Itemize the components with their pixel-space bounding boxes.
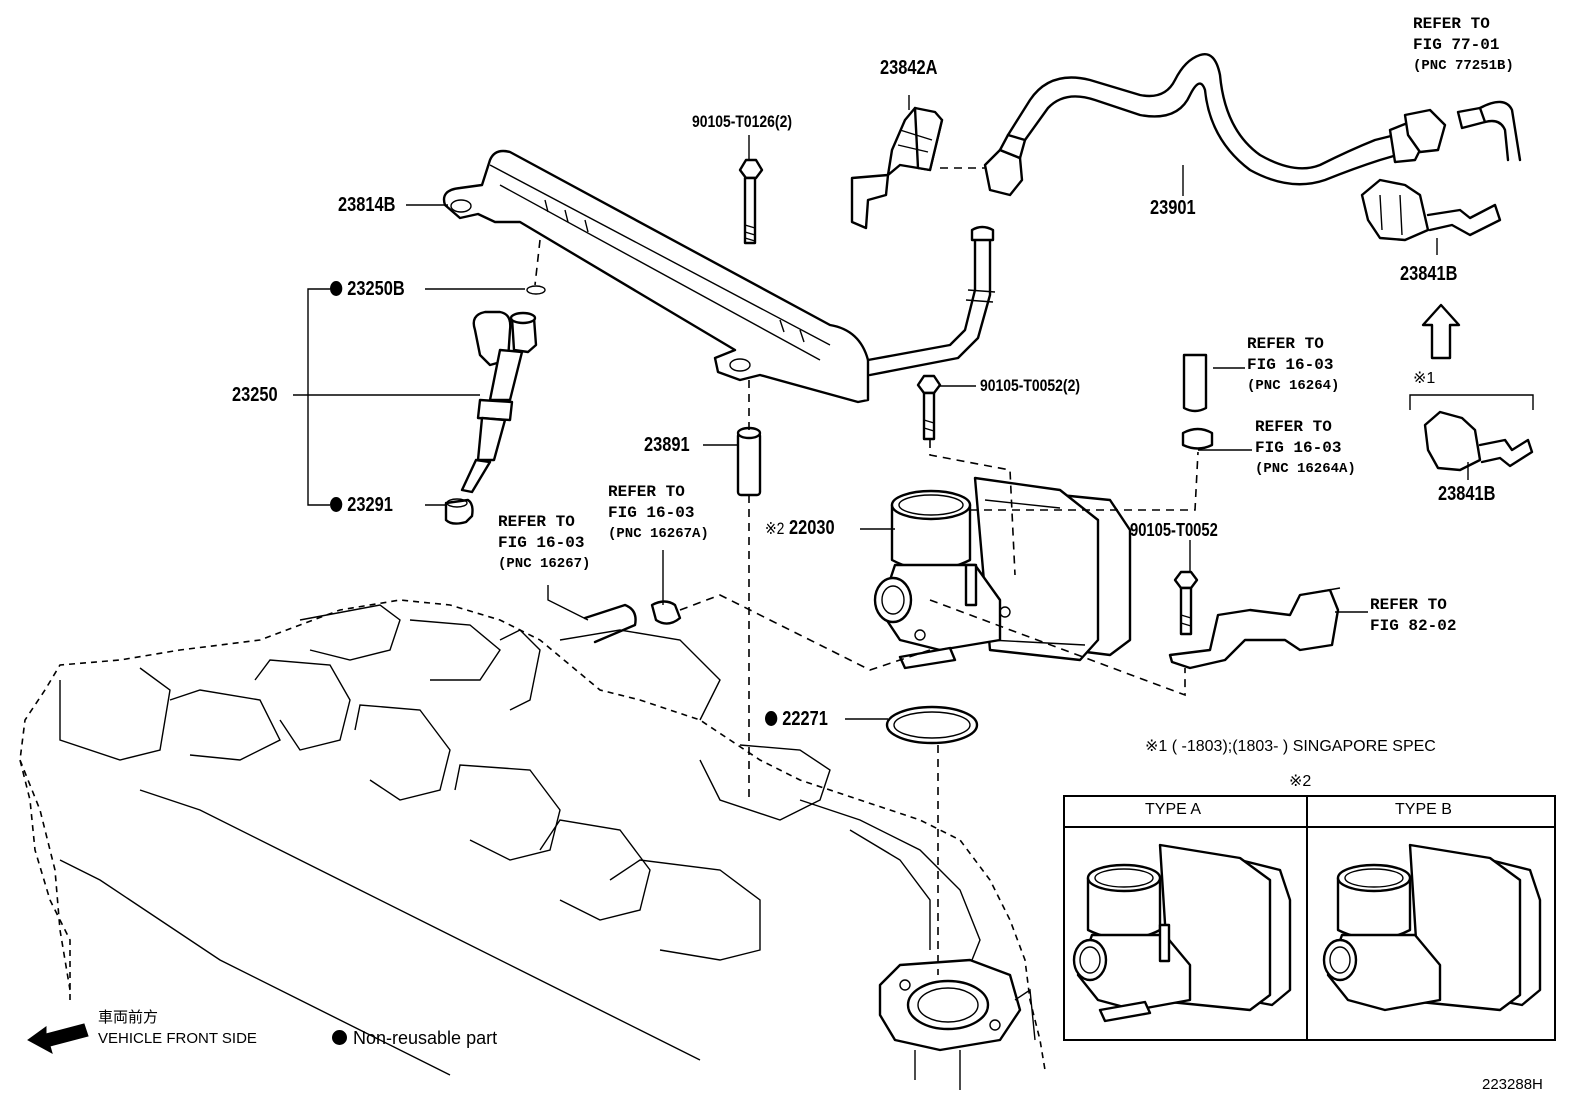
- label-23250: 23250: [232, 384, 278, 406]
- label-22271: 22271: [765, 709, 828, 729]
- note-mark-1: ※1: [1413, 370, 1436, 387]
- label-23841b-top: 23841B: [1400, 263, 1458, 285]
- ref-fig-16-03-pnc-16267a[interactable]: REFER TO FIG 16-03 (PNC 16267A): [608, 482, 709, 545]
- label-23901: 23901: [1150, 197, 1196, 219]
- bracket-note-1: [1409, 394, 1534, 410]
- label-22030-text: 22030: [788, 517, 835, 539]
- front-side-en: VEHICLE FRONT SIDE: [98, 1030, 257, 1047]
- hose-16267: [583, 603, 637, 644]
- label-90105-t0052-2: 90105-T0052(2): [980, 376, 1080, 395]
- hose-16264: [1182, 353, 1208, 413]
- ref-line: (PNC 77251B): [1413, 58, 1514, 74]
- fuel-injector: [444, 285, 546, 525]
- ref-line: REFER TO: [1413, 15, 1490, 33]
- throttle-body: [873, 476, 1132, 670]
- assembly-lines: [534, 167, 1199, 975]
- non-reusable-dot: [332, 1030, 347, 1045]
- non-reusable-dot: [330, 497, 343, 512]
- ref-line: FIG 82-02: [1370, 617, 1457, 635]
- ref-fig-77-01[interactable]: REFER TO FIG 77-01 (PNC 77251B): [1413, 14, 1514, 77]
- ref-line: REFER TO: [498, 513, 575, 531]
- throttle-type-a: [1072, 843, 1292, 1023]
- intake-manifold-outline: [19, 599, 1046, 1090]
- ref-line: (PNC 16264A): [1255, 461, 1356, 477]
- ref-fig-16-03-pnc-16267[interactable]: REFER TO FIG 16-03 (PNC 16267): [498, 512, 590, 575]
- fuel-delivery-pipe: [442, 149, 996, 404]
- label-22030: ※2 22030: [765, 518, 835, 538]
- bolts: [738, 158, 1199, 636]
- bracket-82-02: [1168, 587, 1341, 670]
- clamp-23841b-top: [1360, 178, 1502, 242]
- ref-line: REFER TO: [608, 483, 685, 501]
- ref-line: REFER TO: [1255, 418, 1332, 436]
- ref-fig-82-02[interactable]: REFER TO FIG 82-02: [1370, 595, 1456, 637]
- spacer-23891: [736, 426, 762, 497]
- label-23841b-bottom: 23841B: [1438, 483, 1496, 505]
- ref-line: FIG 77-01: [1413, 36, 1500, 54]
- ref-line: (PNC 16267A): [608, 526, 709, 542]
- ref-line: FIG 16-03: [498, 534, 585, 552]
- gasket-22271: [885, 705, 979, 745]
- label-23291-text: 23291: [347, 494, 393, 516]
- label-23891: 23891: [644, 434, 690, 456]
- vehicle-front-arrow: [27, 1023, 89, 1055]
- type-inset-column-divider: [1306, 795, 1308, 1039]
- label-23814b: 23814B: [338, 194, 396, 216]
- clamp-16264a: [1181, 427, 1214, 450]
- note-mark-2: ※2: [1289, 773, 1312, 790]
- ref-line: REFER TO: [1370, 596, 1447, 614]
- non-reusable-dot: [330, 281, 343, 296]
- ref-line: FIG 16-03: [1247, 356, 1334, 374]
- label-22030-mark: ※2: [765, 519, 785, 538]
- label-23250b: 23250B: [330, 279, 405, 299]
- non-reusable-dot: [765, 711, 778, 726]
- ref-fig-16-03-pnc-16264[interactable]: REFER TO FIG 16-03 (PNC 16264): [1247, 334, 1339, 397]
- spec-note: ※1 ( -1803);(1803- ) SINGAPORE SPEC: [1145, 738, 1436, 755]
- label-23250b-text: 23250B: [347, 278, 405, 300]
- legend-non-reusable: Non-reusable part: [332, 1029, 497, 1047]
- label-23291: 23291: [330, 495, 393, 515]
- ref-line: (PNC 16267): [498, 556, 591, 572]
- ref-line: (PNC 16264): [1247, 378, 1340, 394]
- illustration-id: 223288H: [1482, 1076, 1543, 1093]
- ref-line: REFER TO: [1247, 335, 1324, 353]
- label-90105-t0126: 90105-T0126(2): [692, 112, 792, 131]
- label-23842a: 23842A: [880, 57, 938, 79]
- ref-fig-16-03-pnc-16264a[interactable]: REFER TO FIG 16-03 (PNC 16264A): [1255, 417, 1356, 480]
- type-b-label: TYPE B: [1395, 801, 1452, 818]
- leader-lines: [293, 95, 1469, 720]
- throttle-type-b: [1322, 843, 1542, 1012]
- type-a-label: TYPE A: [1145, 801, 1202, 818]
- clamp-23841b-bottom: [1423, 410, 1534, 472]
- type-inset-header-divider: [1063, 826, 1554, 828]
- ref-line: FIG 16-03: [1255, 439, 1342, 457]
- ref-line: FIG 16-03: [608, 504, 695, 522]
- clamp-16267a: [650, 600, 682, 625]
- front-side-jp: 車両前方: [98, 1009, 159, 1026]
- connector-23842a: [850, 106, 944, 230]
- fuel-hose: [983, 53, 1522, 197]
- arrow-up: [1421, 303, 1461, 360]
- type-inset-box: [1063, 795, 1556, 1041]
- legend-non-reusable-text: Non-reusable part: [353, 1028, 498, 1048]
- label-22271-text: 22271: [782, 708, 828, 730]
- label-90105-t0052: 90105-T0052: [1130, 520, 1218, 540]
